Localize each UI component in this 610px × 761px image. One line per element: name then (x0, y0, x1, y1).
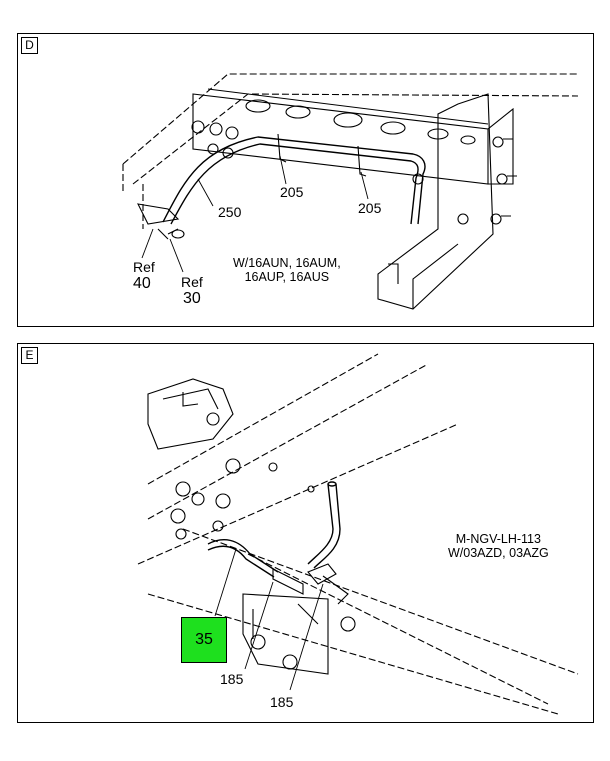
detail-panel-e: E (17, 343, 594, 723)
leader-lines-e (214, 548, 324, 691)
note-d-line-1: W/16AUN, 16AUM, (233, 256, 341, 270)
ref-40-label: Ref (133, 259, 155, 275)
callout-185-right: 185 (270, 694, 294, 710)
callout-205-right: 205 (358, 200, 382, 216)
applicability-note-e: M-NGV-LH-113 W/03AZD, 03AZG (448, 532, 549, 560)
panel-e-letter: E (21, 347, 38, 364)
callout-250: 250 (218, 204, 242, 220)
frame-rail-d (122, 73, 579, 229)
lower-bracket-e (242, 593, 329, 675)
detail-panel-d: D (17, 33, 594, 327)
callout-185-left: 185 (220, 671, 244, 687)
note-e-line-1: M-NGV-LH-113 (455, 532, 541, 546)
fittings-185 (272, 563, 349, 605)
tube-35 (207, 481, 341, 578)
bolts-e (170, 458, 356, 670)
ref-30-label: Ref (181, 274, 203, 290)
callout-205-left: 205 (280, 184, 304, 200)
panel-d-letter: D (21, 37, 38, 54)
leader-lines-d (141, 155, 369, 273)
tube-250 (162, 136, 426, 225)
ref-30-number: 30 (183, 290, 201, 307)
callout-35-highlight: 35 (181, 617, 227, 663)
frame-rail-e (137, 353, 579, 715)
upper-bracket-e (147, 378, 234, 450)
ref-40-number: 40 (133, 275, 151, 292)
applicability-note-d: W/16AUN, 16AUM, 16AUP, 16AUS (233, 256, 341, 284)
clips-205 (277, 133, 367, 177)
cross-member-d (192, 88, 514, 185)
panel-d-drawing (122, 73, 579, 310)
note-d-line-2: 16AUP, 16AUS (244, 270, 330, 284)
panel-e-drawing (137, 353, 579, 715)
fittings-d (137, 203, 185, 240)
note-e-line-2: W/03AZD, 03AZG (448, 546, 549, 560)
right-bracket-d (377, 93, 517, 310)
